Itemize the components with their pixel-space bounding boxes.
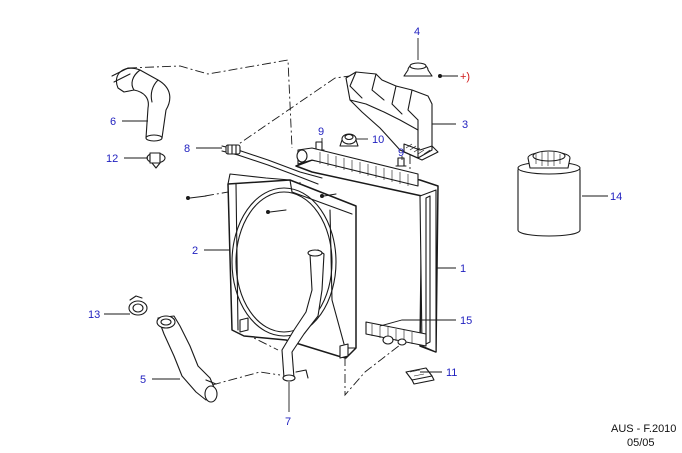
lower-hose[interactable] [156, 315, 218, 403]
hose-clamp-upper[interactable] [146, 152, 166, 169]
radiator[interactable] [295, 147, 439, 353]
callout-labels: 1 2 3 4 5 6 7 8 9 9 10 11 12 13 14 15 +) [88, 26, 622, 428]
figure-reference: AUS - F.2010 [611, 423, 676, 435]
screws [186, 74, 442, 214]
callout-15[interactable]: 15 [460, 315, 472, 327]
bleed-tube[interactable] [221, 144, 323, 185]
fan-shroud[interactable] [227, 173, 357, 359]
leader-lines [104, 38, 608, 412]
callout-2[interactable]: 2 [192, 245, 198, 257]
coolant-bottle[interactable] [517, 150, 581, 237]
footer-reference: AUS - F.2010 05/05 [611, 423, 676, 449]
callout-13[interactable]: 13 [88, 309, 100, 321]
callout-12[interactable]: 12 [106, 153, 118, 165]
callout-3[interactable]: 3 [462, 119, 468, 131]
upper-hose[interactable] [111, 67, 171, 142]
callout-1[interactable]: 1 [460, 263, 466, 275]
callout-9-right[interactable]: 9 [398, 147, 404, 159]
callout-8[interactable]: 8 [184, 143, 190, 155]
callout-4[interactable]: 4 [414, 26, 420, 38]
lower-hose-right[interactable] [281, 249, 325, 382]
figure-date: 05/05 [627, 437, 655, 449]
grommet[interactable] [339, 133, 359, 147]
callout-6[interactable]: 6 [110, 116, 116, 128]
callout-10[interactable]: 10 [372, 134, 384, 146]
mounting-clip-right[interactable] [395, 157, 407, 167]
hose-clamp-lower[interactable] [128, 295, 148, 316]
callout-14[interactable]: 14 [610, 191, 622, 203]
callout-5[interactable]: 5 [140, 374, 146, 386]
expansion-tank[interactable] [345, 71, 439, 161]
mounting-bracket[interactable] [405, 367, 435, 385]
expansion-tank-cap[interactable] [403, 62, 433, 77]
callout-plus-note: +) [460, 71, 470, 83]
callout-9-upper[interactable]: 9 [318, 126, 324, 138]
callout-11[interactable]: 11 [446, 367, 457, 379]
callout-7[interactable]: 7 [285, 416, 291, 428]
